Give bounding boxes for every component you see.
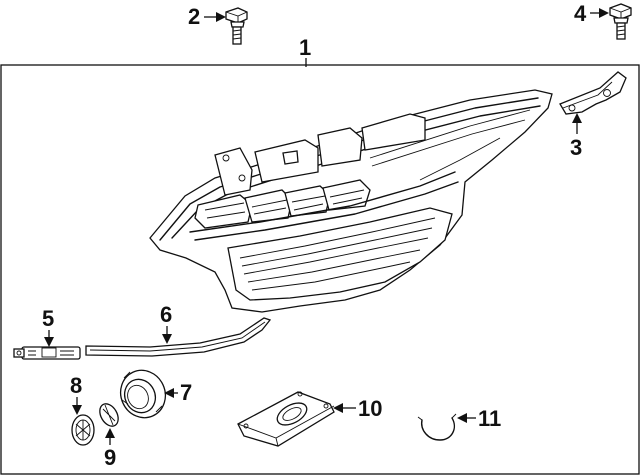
arrow-10 [333, 403, 343, 413]
bolt-part-4[interactable] [609, 3, 632, 40]
light-guide-part-6[interactable] [85, 317, 272, 357]
callout-6: 6 [160, 302, 172, 327]
callout-7: 7 [180, 380, 192, 405]
connector-part-5[interactable] [13, 346, 81, 360]
clip-ring-part-11[interactable] [417, 413, 457, 441]
callout-5: 5 [42, 306, 54, 331]
callout-9: 9 [104, 445, 116, 470]
headlamp-assembly-part-1[interactable] [149, 89, 553, 313]
bolt-part-2[interactable] [225, 7, 248, 45]
assembly-frame [0, 64, 640, 475]
arrow-9 [105, 428, 115, 438]
bulb-part-9[interactable] [96, 401, 122, 430]
callout-11: 11 [478, 406, 501, 431]
bulb-holder-part-8[interactable] [71, 414, 95, 446]
arrow-2 [216, 12, 226, 22]
callout-2: 2 [188, 4, 200, 29]
callout-8: 8 [70, 373, 82, 398]
arrow-5 [44, 337, 54, 347]
callout-3: 3 [570, 135, 582, 160]
control-module-part-10[interactable] [237, 391, 335, 447]
arrow-7 [164, 388, 174, 398]
bracket-part-3[interactable] [559, 71, 627, 115]
arrow-11 [457, 413, 467, 423]
socket-ring-part-7[interactable] [113, 363, 173, 425]
arrow-6 [162, 334, 172, 344]
arrow-4 [599, 8, 609, 18]
arrow-8 [72, 405, 82, 415]
callout-1: 1 [299, 35, 311, 60]
callout-10: 10 [358, 396, 382, 421]
callout-4: 4 [574, 1, 587, 26]
arrow-3 [572, 113, 582, 123]
